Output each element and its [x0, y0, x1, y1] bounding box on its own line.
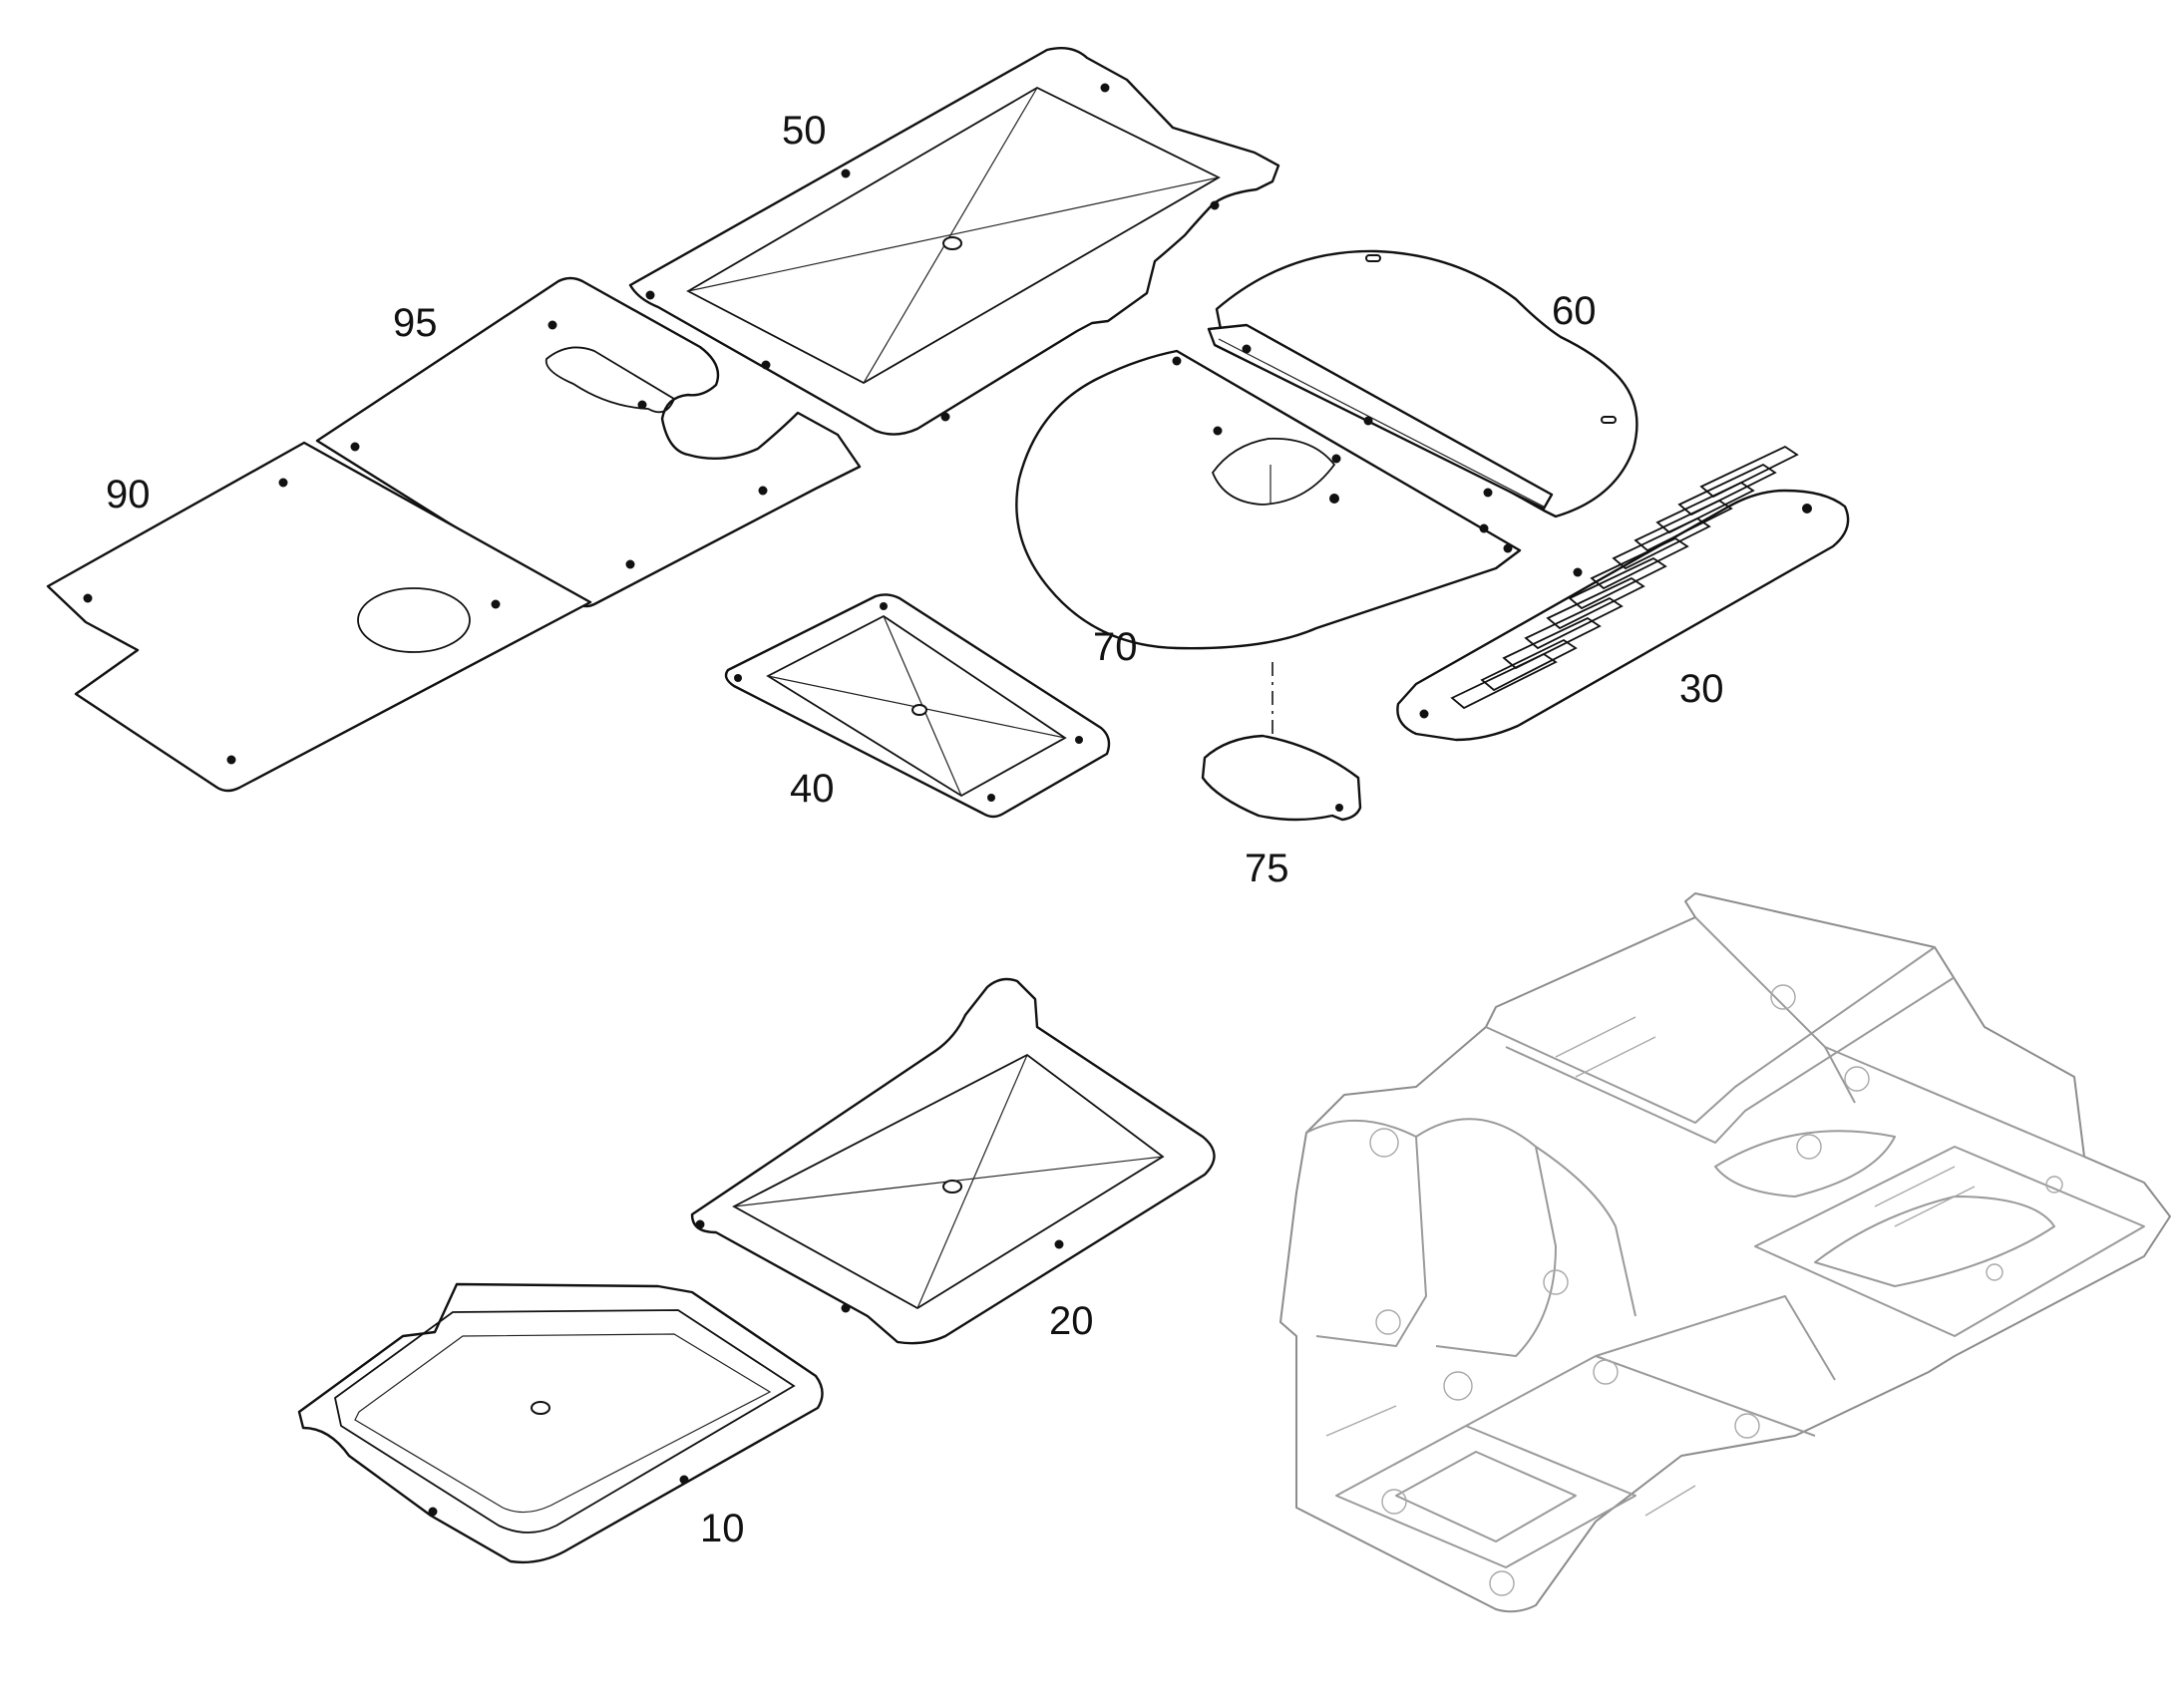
- callout-10: 10: [700, 1507, 745, 1550]
- part-40: [724, 593, 1111, 819]
- callout-50: 50: [782, 109, 827, 153]
- callout-90: 90: [106, 473, 151, 516]
- part-70: [1015, 349, 1522, 650]
- callout-75: 75: [1245, 847, 1289, 890]
- chassis-frame: [1279, 892, 2171, 1613]
- part-50: [628, 47, 1280, 436]
- callout-20: 20: [1049, 1299, 1094, 1343]
- part-20: [690, 977, 1216, 1345]
- part-60: [1207, 249, 1638, 518]
- part-10: [297, 1282, 824, 1564]
- part-75: [1201, 734, 1362, 822]
- callout-95: 95: [393, 301, 438, 345]
- callout-40: 40: [790, 767, 835, 811]
- part-30: [1396, 445, 1850, 742]
- callout-30: 30: [1679, 667, 1724, 711]
- callout-60: 60: [1552, 289, 1597, 333]
- vent-slats: [1450, 445, 1799, 710]
- part-90: [46, 441, 592, 793]
- callout-70: 70: [1093, 625, 1138, 669]
